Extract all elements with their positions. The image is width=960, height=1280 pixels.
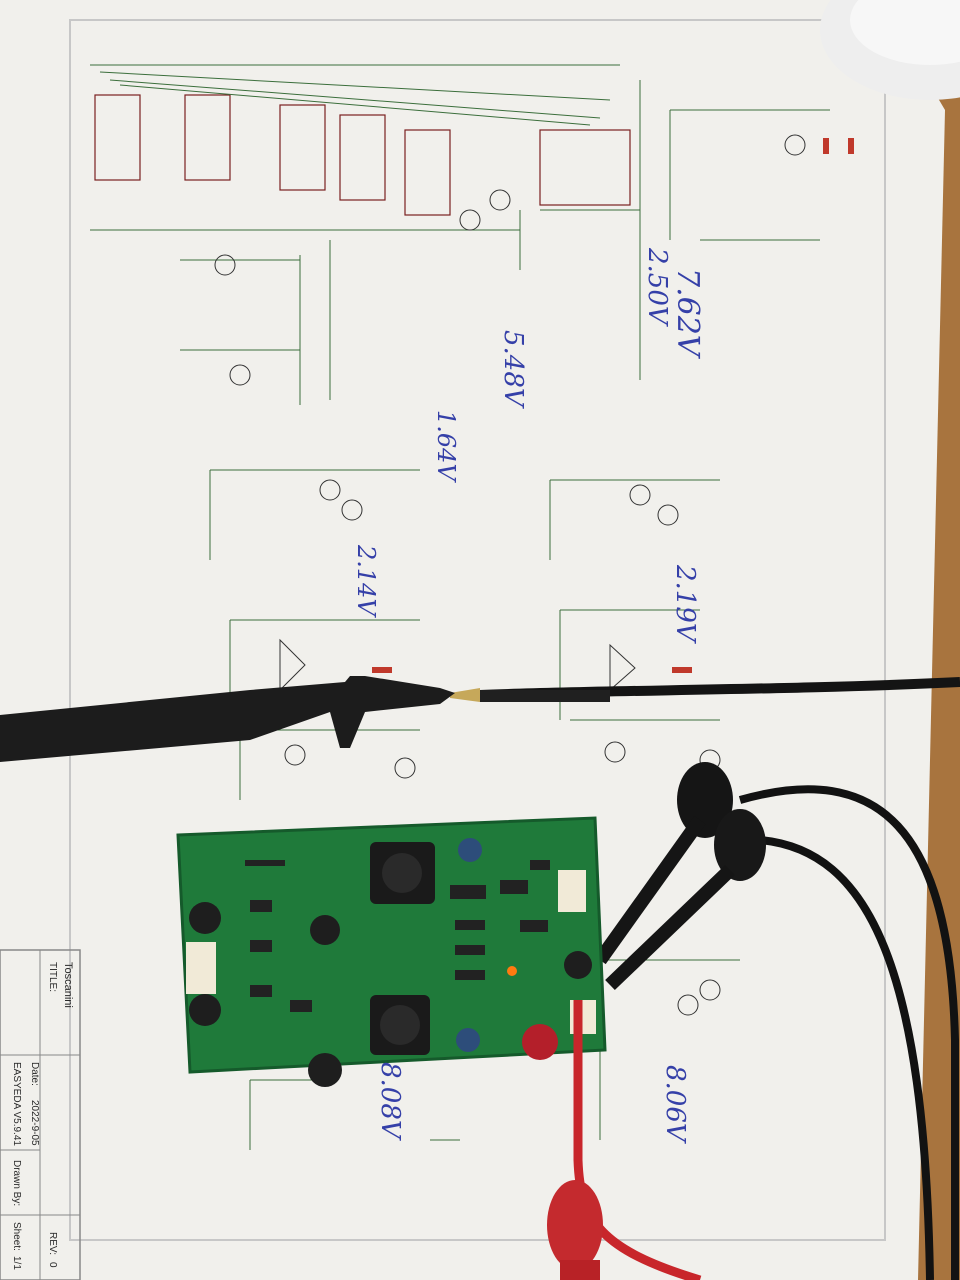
pcb-capacitor-5	[458, 838, 482, 862]
sheet-label: Sheet:	[11, 1222, 22, 1251]
software-version: EASYEDA V5.9.41	[11, 1062, 22, 1146]
pcb-capacitor-1	[189, 902, 221, 934]
probe-clip-black-2	[714, 809, 766, 881]
pcb-capacitor-2	[189, 994, 221, 1026]
probe-clip-black-cable	[738, 785, 959, 1280]
schematic-date: 2022-9-05	[29, 1100, 40, 1146]
probe-handle-black	[0, 676, 455, 762]
rev-number: 0	[47, 1262, 58, 1268]
pcb-connector-left	[186, 942, 216, 994]
handwritten-voltage-1-64: 1.64V	[432, 410, 460, 481]
probe-clip-black-1	[677, 762, 733, 838]
drawn-by-label: Drawn By:	[11, 1160, 22, 1207]
probe-clip-red	[547, 1180, 603, 1270]
date-label: Date:	[29, 1062, 40, 1086]
pcb-capacitor-7	[564, 951, 592, 979]
title-label: TITLE:	[47, 962, 58, 993]
pcb-capacitor-4	[308, 1053, 342, 1087]
pcb-board	[176, 816, 607, 1087]
rev-label: REV:	[47, 1232, 58, 1255]
handwritten-voltage-2-14: 2.14V	[352, 545, 380, 616]
handwritten-voltage-7-62: 7.62V	[670, 268, 705, 357]
handwritten-voltage-8-08: 8.08V	[375, 1062, 405, 1139]
handwritten-voltage-8-06: 8.06V	[660, 1065, 690, 1142]
schematic-resistors	[372, 138, 854, 673]
probe-tip	[450, 688, 480, 702]
schematic-dac-chips	[94, 94, 631, 216]
sheet-number: 1/1	[11, 1256, 22, 1270]
pcb-capacitor-3	[310, 915, 340, 945]
handwritten-voltage-2-50: 2.50V	[642, 248, 672, 325]
pcb-capacitor-red	[522, 1024, 558, 1060]
schematic-wires	[90, 64, 830, 1150]
schematic-border	[69, 19, 886, 1241]
handwritten-voltage-5-48: 5.48V	[498, 330, 528, 407]
pcb-capacitor-6	[456, 1028, 480, 1052]
pcb-led-orange	[507, 966, 517, 976]
schematic-title: Toscanini	[62, 962, 74, 1008]
handwritten-voltage-2-19: 2.19V	[670, 565, 700, 642]
pcb-connector-right	[558, 870, 586, 912]
